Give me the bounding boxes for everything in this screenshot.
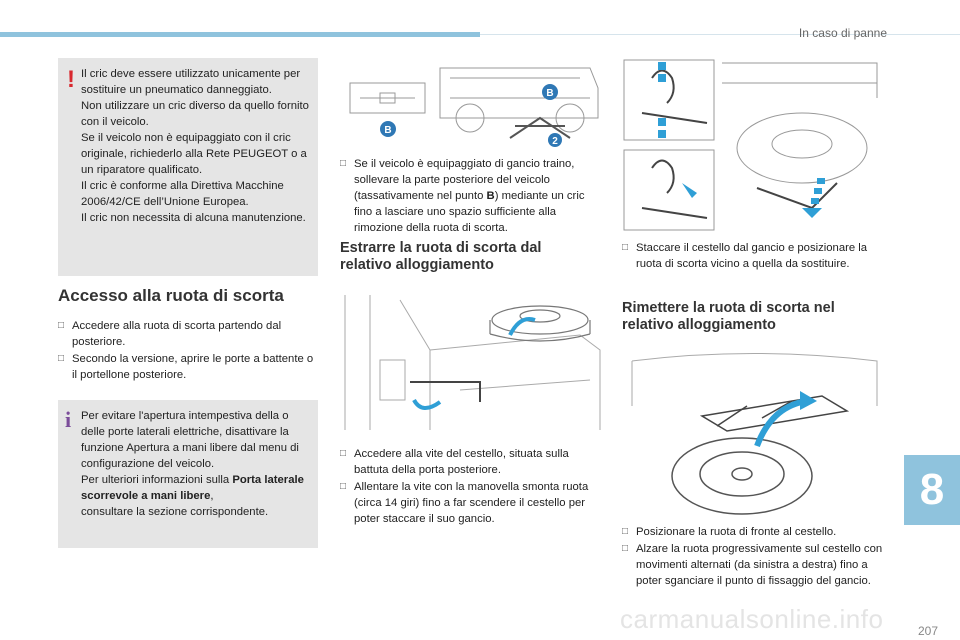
list-item: □ Staccare il cestello dal gancio e posi… (622, 240, 884, 272)
section-title-extract: Estrarre la ruota di scorta dal relativo… (340, 240, 542, 273)
info-icon: i (65, 407, 72, 432)
label-b-bottom: B (384, 125, 391, 136)
list-item: □ Secondo la versione, aprire le porte a… (58, 351, 318, 383)
label-2: 2 (552, 136, 558, 147)
watermark: carmanualsonline.info (620, 604, 884, 634)
unhook-bullets: □ Staccare il cestello dal gancio e posi… (622, 240, 884, 273)
checkbox-icon: □ (340, 481, 347, 492)
info-text-pre: Per evitare l'apertura intempestiva dell… (81, 410, 299, 486)
checkbox-icon: □ (340, 158, 347, 169)
figure-unhook-basket (622, 58, 884, 232)
bullet-text: Secondo la versione, aprire le porte a b… (72, 353, 314, 381)
label-b-bottom-bg (380, 121, 396, 137)
bullet-text: Posizionare la ruota di fronte al cestel… (636, 526, 837, 538)
chapter-number: 8 (919, 465, 945, 514)
bullet-text: Alzare la ruota progressivamente sul ces… (636, 543, 883, 587)
tow-hook-bullets: □ Se il veicolo è equipaggiato di gancio… (340, 156, 602, 237)
checkbox-icon: □ (622, 242, 629, 253)
section-title-access: Accesso alla ruota di scorta (58, 286, 284, 305)
figure-jack-drawing: B B 2 (349, 67, 599, 147)
chapter-title: In caso di panne (798, 26, 887, 40)
figure-unhook-drawing (623, 59, 878, 231)
checkbox-icon: □ (340, 448, 347, 459)
exclamation-icon: ! (67, 66, 75, 93)
figure-basket-screw-drawing (344, 295, 601, 430)
checkbox-icon: □ (622, 543, 629, 554)
figure-jack-lifting: B B 2 (340, 58, 602, 148)
tow-hook-text-post: ) mediante un cric fino a lasciare uno s… (354, 190, 585, 234)
label-2-bg (548, 133, 562, 147)
info-box: i Per evitare l'apertura intempestiva de… (58, 400, 318, 548)
list-item: □ Allentare la vite con la manovella smo… (340, 479, 602, 527)
header-accent-bar (0, 32, 480, 37)
figure-refit-drawing (631, 353, 878, 515)
figure-basket-screw (340, 290, 602, 438)
tow-hook-text-bold: B (486, 190, 495, 202)
list-item: □ Accedere alla ruota di scorta partendo… (58, 318, 318, 350)
warning-text: Il cric deve essere utilizzato unicament… (81, 68, 309, 224)
list-item: □ Se il veicolo è equipaggiato di gancio… (340, 156, 602, 236)
checkbox-icon: □ (58, 320, 65, 331)
label-b-top: B (546, 88, 553, 99)
checkbox-icon: □ (58, 353, 65, 364)
extract-bullets: □ Accedere alla vite del cestello, situa… (340, 446, 602, 528)
info-text-post: , consultare la sezione corrispondente. (81, 490, 269, 518)
bullet-text: Staccare il cestello dal gancio e posizi… (636, 242, 868, 270)
label-b-top-bg (542, 84, 558, 100)
bullet-text: Accedere alla ruota di scorta partendo d… (72, 320, 282, 348)
list-item: □ Accedere alla vite del cestello, situa… (340, 446, 602, 478)
tow-hook-text-pre: Se il veicolo è equipaggiato di gancio t… (354, 158, 575, 202)
bullet-text: Accedere alla vite del cestello, situata… (354, 448, 569, 476)
list-item: □ Posizionare la ruota di fronte al cest… (622, 524, 884, 540)
header-divider (480, 34, 960, 35)
chapter-tab: 8 (904, 455, 960, 525)
info-text: Per evitare l'apertura intempestiva dell… (81, 408, 311, 520)
info-text-bold: Porta laterale scorrevole a mani libere (81, 474, 304, 502)
page-number: 207 (917, 624, 938, 638)
figure-refit-wheel (622, 346, 884, 516)
warning-box: ! Il cric deve essere utilizzato unicame… (58, 58, 318, 276)
checkbox-icon: □ (622, 526, 629, 537)
list-item: □ Alzare la ruota progressivamente sul c… (622, 541, 884, 589)
section-title-refit: Rimettere la ruota di scorta nel relativ… (622, 300, 835, 333)
access-bullets: □ Accedere alla ruota di scorta partendo… (58, 318, 318, 384)
refit-bullets: □ Posizionare la ruota di fronte al cest… (622, 524, 884, 590)
bullet-text: Allentare la vite con la manovella smont… (354, 481, 589, 525)
